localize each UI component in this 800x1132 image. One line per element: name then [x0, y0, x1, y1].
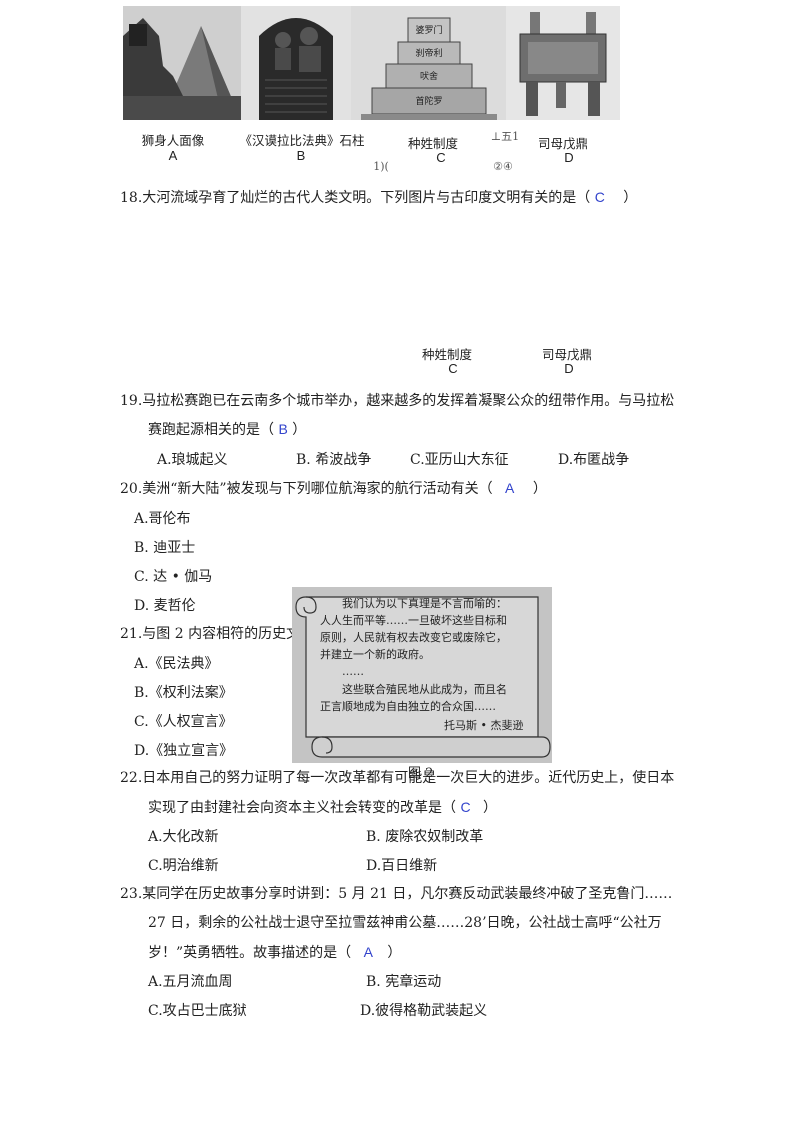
question-18-answer: C — [594, 189, 605, 205]
tower-level-4: 首陀罗 — [415, 97, 443, 107]
caption-d: 司母戊鼎 — [537, 136, 588, 151]
question-19-answer: B — [278, 421, 288, 437]
question-20-close: ） — [532, 481, 547, 497]
figure-2-line-8: 托马斯 • 杰斐逊 — [444, 719, 524, 732]
figure-2-scroll: 我们认为以下真理是不言而喻的： 人人生而平等……一旦破坏这些目标和 原则，人民就… — [292, 587, 552, 763]
q21-option-b: B.《权利法案》 — [134, 685, 233, 701]
stray-mark-3: ②④ — [493, 160, 513, 173]
figure-2-line-3: 原则，人民就有权去改变它或废除它， — [320, 631, 507, 644]
question-23-line-2: 27 日，剩余的公社战士退守至拉雪兹神甫公墓……28’日晚，公社战士高呼“公社万 — [148, 915, 662, 931]
letter-c: C — [436, 150, 446, 165]
tower-level-2: 刹帝利 — [415, 49, 443, 59]
question-22-line-2: 实现了由封建社会向资本主义社会转变的改革是（ C ） — [148, 797, 497, 818]
q20-option-c: C. 达 • 伽马 — [134, 569, 213, 585]
q19-option-b: B. 希波战争 — [296, 452, 372, 468]
question-19-line-2: 赛跑起源相关的是（ B ） — [148, 419, 306, 440]
question-20: 20.美洲“新大陆”被发现与下列哪位航海家的航行活动有关（ A ） — [120, 478, 547, 499]
q22-option-d: D.百日维新 — [366, 858, 438, 874]
tower-level-3: 吠舍 — [419, 72, 438, 82]
letter-b: B — [296, 148, 306, 163]
q22-option-c: C.明治维新 — [148, 858, 219, 874]
letter-d: D — [564, 150, 574, 165]
q18-caption-c: 种姓制度 — [421, 347, 472, 362]
question-22-answer: C — [460, 799, 471, 815]
question-23-stem: 岁！”英勇牺牲。故事描述的是（ — [148, 945, 352, 961]
question-23-line-1: 23.某同学在历史故事分享时讲到：5 月 21 日，凡尔赛反动武装最终冲破了圣克… — [120, 886, 673, 902]
q23-option-b: B. 宪章运动 — [366, 974, 442, 990]
question-20-stem: 20.美洲“新大陆”被发现与下列哪位航海家的航行活动有关（ — [120, 481, 493, 497]
top-image-strip: 婆罗门 刹帝利 吠舍 首陀罗 — [123, 6, 620, 120]
caption-b: 《汉谟拉比法典》石柱 — [239, 133, 365, 148]
question-23-answer: A — [363, 944, 373, 960]
q23-option-c: C.攻占巴士底狱 — [148, 1003, 247, 1019]
stray-mark-1: 1)( — [373, 160, 389, 173]
q23-option-a: A.五月流血周 — [148, 974, 233, 990]
question-18-close: ） — [623, 190, 638, 206]
q20-option-a: A.哥伦布 — [134, 511, 191, 527]
q20-option-d: D. 麦哲伦 — [134, 598, 196, 614]
simuwu-ding-image — [506, 6, 620, 120]
hammurabi-stele-image — [241, 6, 351, 120]
tower-level-1: 婆罗门 — [415, 26, 443, 36]
caste-system-image: 婆罗门 刹帝利 吠舍 首陀罗 — [351, 6, 506, 120]
q18-letter-c: C — [448, 361, 458, 376]
question-19-close: ） — [292, 422, 307, 438]
q21-option-d: D.《独立宣言》 — [134, 743, 234, 759]
question-18: 18.大河流域孕育了灿烂的古代人类文明。下列图片与古印度文明有关的是（ C ） — [120, 187, 637, 208]
figure-2-label: 图 2 — [408, 766, 434, 781]
caption-c: 种姓制度 — [407, 136, 458, 151]
question-23-line-3: 岁！”英勇牺牲。故事描述的是（ A ） — [148, 942, 401, 963]
figure-2-line-2: 人人生而平等……一旦破坏这些目标和 — [320, 614, 507, 627]
question-19-line-1: 19.马拉松赛跑已在云南多个城市举办，越来越多的发挥着凝聚公众的纽带作用。与马拉… — [120, 393, 675, 409]
sphinx-image — [123, 6, 241, 120]
figure-2-line-4: 并建立一个新的政府。 — [320, 648, 430, 661]
question-22-stem: 实现了由封建社会向资本主义社会转变的改革是（ — [148, 800, 456, 816]
q22-option-a: A.大化改新 — [148, 829, 219, 845]
q18-caption-d: 司母戊鼎 — [541, 347, 592, 362]
question-19-stem: 赛跑起源相关的是（ — [148, 422, 274, 438]
q19-option-d: D.布匿战争 — [558, 452, 630, 468]
q21-option-c: C.《人权宣言》 — [134, 714, 233, 730]
caption-a: 狮身人面像 — [141, 133, 205, 148]
figure-2-line-5: …… — [342, 665, 364, 678]
question-20-answer: A — [505, 480, 515, 496]
q21-option-a: A.《民法典》 — [134, 656, 219, 672]
q22-option-b: B. 废除农奴制改革 — [366, 829, 484, 845]
figure-2-line-7: 正言顺地成为自由独立的合众国…… — [320, 700, 496, 713]
question-22-close: ） — [483, 800, 498, 816]
q18-letter-d: D — [564, 361, 574, 376]
q23-option-d: D.彼得格勒武装起义 — [360, 1003, 488, 1019]
question-18-stem: 18.大河流域孕育了灿烂的古代人类文明。下列图片与古印度文明有关的是（ — [120, 190, 591, 206]
stray-mark-2: ⊥五1 — [490, 130, 520, 143]
q20-option-b: B. 迪亚士 — [134, 540, 196, 556]
letter-a: A — [168, 148, 178, 163]
figure-2-line-6: 这些联合殖民地从此成为，而且名 — [342, 683, 507, 696]
question-22-line-1: 22.日本用自己的努力证明了每一次改革都有可能是一次巨大的进步。近代历史上，使日… — [120, 770, 675, 786]
figure-2-line-1: 我们认为以下真理是不言而喻的： — [342, 597, 507, 610]
question-21: 21.与图 2 内容相符的历史文 — [120, 626, 301, 642]
question-23-close: ） — [387, 945, 402, 961]
q19-option-a: A.琅城起义 — [157, 452, 228, 468]
q19-option-c: C.亚历山大东征 — [410, 452, 509, 468]
